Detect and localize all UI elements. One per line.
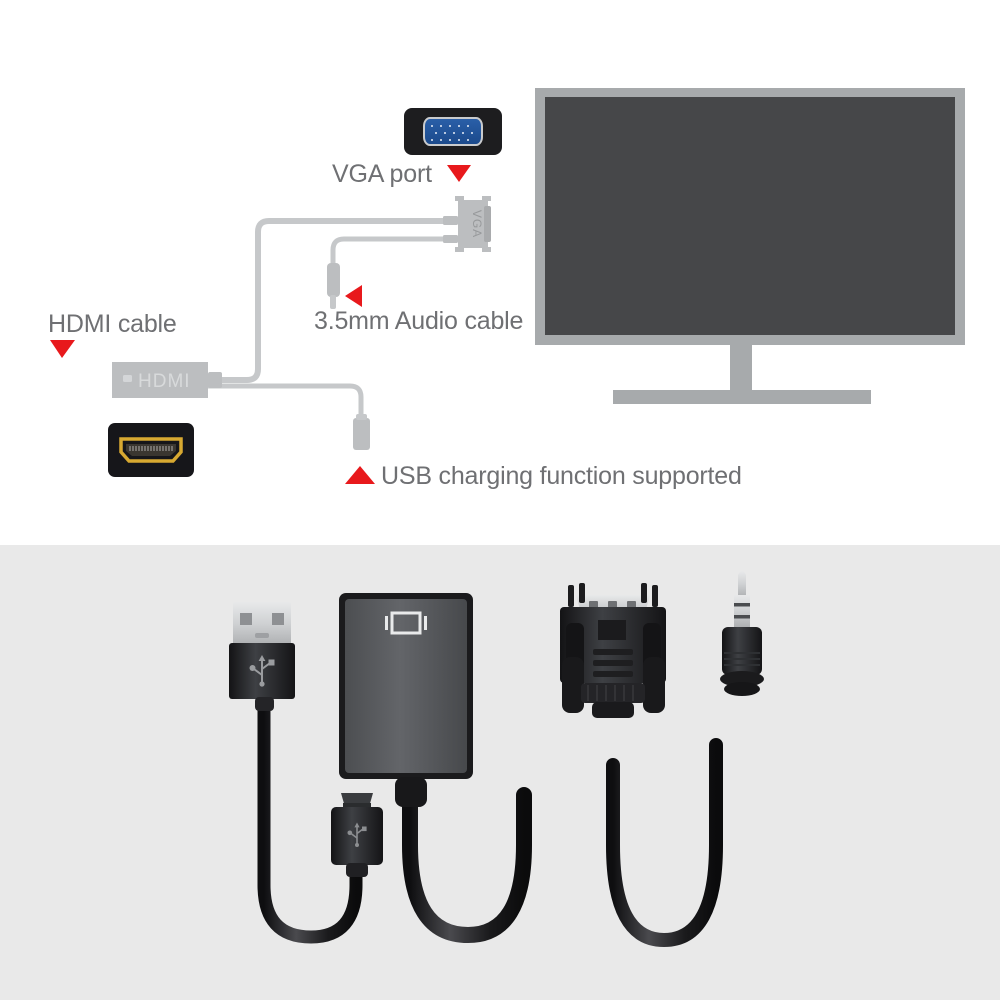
label-usb-charging: USB charging function supported [381,462,742,490]
micro-usb-plug [353,414,370,450]
hdmi-cable-arrow-icon [50,340,75,358]
audio-jack-3-5mm [720,571,764,801]
vga-port-arrow-icon [447,165,471,182]
label-hdmi-cable: HDMI cable [48,310,177,338]
micro-usb-connector [331,793,383,877]
hdmi-cable-path [205,218,446,383]
hdmi-to-vga-adapter-body [339,593,532,944]
label-audio-cable: 3.5mm Audio cable [314,307,524,335]
product-photo-panel [0,545,1000,1000]
usb-a-power-connector [229,602,363,944]
hdmi-port-socket-icon [108,423,194,477]
hdmi-plug-block: HDMI [112,362,222,398]
vga-male-connector [560,583,723,948]
display-icon [385,611,427,635]
label-vga-port: VGA port [332,160,432,188]
vga-dsub-blue [423,117,483,146]
audio-cable-path [330,236,446,299]
connection-diagram-panel: HDMI VGA [48,88,965,490]
product-graphics [229,571,764,948]
hdmi-gold-opening [119,437,183,463]
monitor-display [535,88,965,404]
usb-charging-arrow-icon [345,466,375,484]
svg-text:VGA: VGA [470,210,484,238]
vga-plug-block: VGA [443,196,491,252]
svg-text:HDMI: HDMI [138,371,191,392]
diagram-graphics: HDMI VGA [50,88,965,484]
vga-pin-grid [430,124,476,141]
audio-cable-arrow-icon [345,285,362,307]
usb-cable-path [205,383,364,423]
audio-plug-barrel [327,263,340,309]
vga-port-socket-icon [404,108,502,155]
